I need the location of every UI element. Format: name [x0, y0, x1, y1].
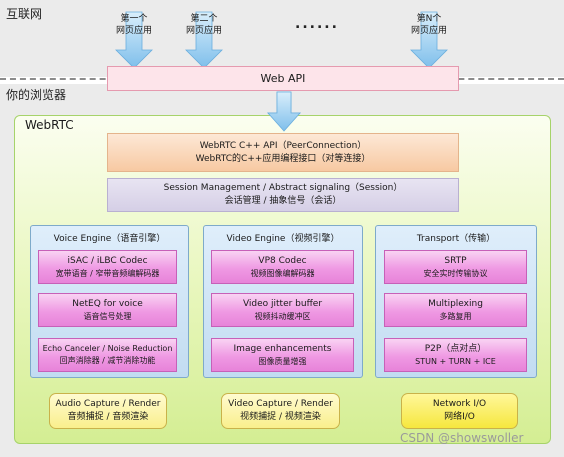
arrow-app-2 [185, 11, 223, 69]
web-app-1-label: 第一个 网页应用 [115, 14, 152, 36]
transport-title: Transport（传输） [416, 234, 496, 244]
webrtc-api-arrow [267, 91, 301, 132]
transport-srtp-module: SRTP 安全实时传输协议 [384, 250, 527, 284]
internet-area [0, 0, 564, 77]
video-engine-title: Video Engine（视频引擎） [226, 234, 340, 244]
web-api-label: Web API [260, 72, 306, 85]
internet-title: 互联网 [6, 7, 43, 21]
video-jitter-module: Video jitter buffer 视频抖动缓冲区 [211, 293, 354, 327]
watermark: CSDN @showswoller [400, 431, 524, 445]
web-app-n-label: 第N个 网页应用 [410, 14, 447, 36]
voice-neteq-module: NetEQ for voice 语音信号处理 [38, 293, 177, 327]
voice-codec-module: iSAC / iLBC Codec 宽带语音 / 窄带音频编解码器 [38, 250, 177, 284]
voice-engine-title: Voice Engine（语音引擎） [53, 234, 166, 244]
transport-multiplexing-module: Multiplexing 多路复用 [384, 293, 527, 327]
arrow-app-1 [115, 11, 153, 69]
cpp-api-title: WebRTC C++ API（PeerConnection） [199, 140, 367, 151]
arrow-app-n [410, 11, 448, 69]
webrtc-title: WebRTC [25, 118, 74, 132]
web-api-bar: Web API [107, 66, 459, 91]
transport-p2p-module: P2P（点对点） STUN + TURN + ICE [384, 338, 527, 372]
voice-echo-module: Echo Canceler / Noise Reduction 回声消除器 / … [38, 338, 177, 372]
session-layer: Session Management / Abstract signaling（… [107, 178, 459, 212]
video-codec-module: VP8 Codec 视频图像编解码器 [211, 250, 354, 284]
cpp-api-layer: WebRTC C++ API（PeerConnection） WebRTC的C+… [107, 133, 459, 172]
browser-title: 你的浏览器 [6, 88, 67, 102]
apps-ellipsis: ...... [295, 16, 339, 32]
session-title: Session Management / Abstract signaling（… [163, 183, 403, 193]
video-capture-render-box: Video Capture / Render 视频捕捉 / 视频渲染 [221, 393, 340, 429]
network-io-box: Network I/O 网络I/O [401, 393, 518, 429]
web-app-2-label: 第二个 网页应用 [185, 14, 222, 36]
cpp-api-subtitle: WebRTC的C++应用编程接口（对等连接） [195, 153, 371, 164]
audio-capture-render-box: Audio Capture / Render 音频捕捉 / 音频渲染 [49, 393, 167, 429]
video-image-module: Image enhancements 图像质量增强 [211, 338, 354, 372]
session-subtitle: 会话管理 / 抽象信号（会话） [224, 196, 342, 206]
